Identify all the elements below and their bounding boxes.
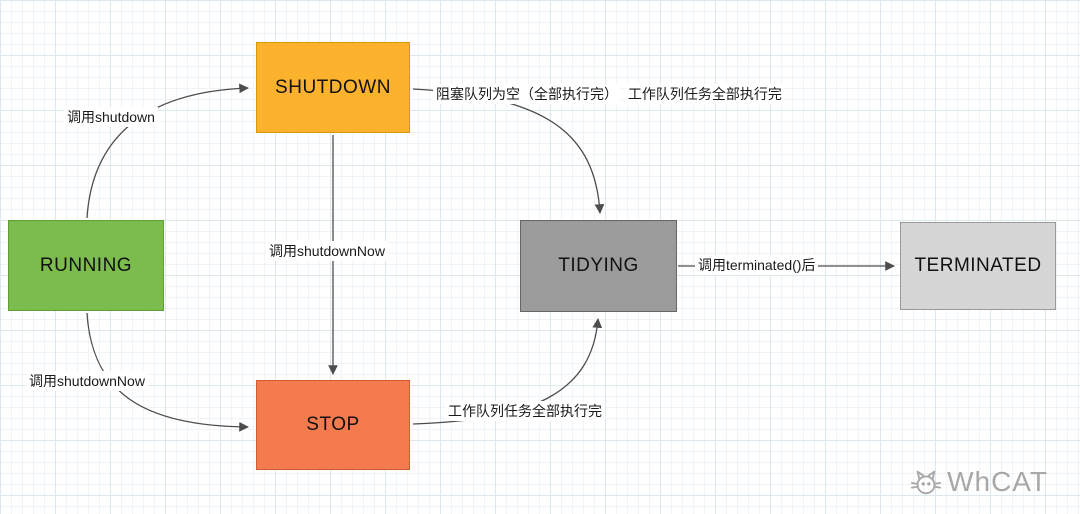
arrow-shutdown-to-tidying bbox=[412, 88, 605, 214]
edge-label-shutdown-to-stop: 调用shutdownNow bbox=[266, 241, 388, 262]
node-running: RUNNING bbox=[8, 220, 164, 311]
edge-label-stop-to-tidying: 工作队列任务全部执行完 bbox=[445, 401, 605, 422]
node-tidying: TIDYING bbox=[520, 220, 677, 312]
node-shutdown: SHUTDOWN bbox=[256, 42, 410, 133]
edge-label-shutdown-to-tidying-line2: 工作队列任务全部执行完 bbox=[624, 84, 785, 105]
arrow-running-to-stop bbox=[86, 312, 249, 432]
edge-label-running-to-shutdown: 调用shutdown bbox=[64, 107, 158, 128]
cat-logo-icon bbox=[911, 467, 942, 497]
node-terminated-label: TERMINATED bbox=[914, 255, 1042, 276]
node-tidying-label: TIDYING bbox=[558, 255, 639, 276]
edge-label-shutdown-to-tidying-line1: 阻塞队列为空（全部执行完） bbox=[433, 84, 621, 105]
edge-label-tidying-to-terminated: 调用terminated()后 bbox=[695, 255, 819, 276]
node-running-label: RUNNING bbox=[39, 254, 133, 276]
edge-label-running-to-stop: 调用shutdownNow bbox=[26, 371, 148, 392]
watermark: WhCAT bbox=[911, 466, 1048, 498]
node-stop: STOP bbox=[256, 380, 410, 470]
node-shutdown-label: SHUTDOWN bbox=[275, 76, 391, 98]
watermark-text: WhCAT bbox=[947, 466, 1048, 497]
node-terminated: TERMINATED bbox=[900, 222, 1056, 310]
edge-label-shutdown-to-tidying: 阻塞队列为空（全部执行完） 工作队列任务全部执行完 bbox=[430, 80, 785, 105]
node-stop-label: STOP bbox=[306, 414, 360, 435]
